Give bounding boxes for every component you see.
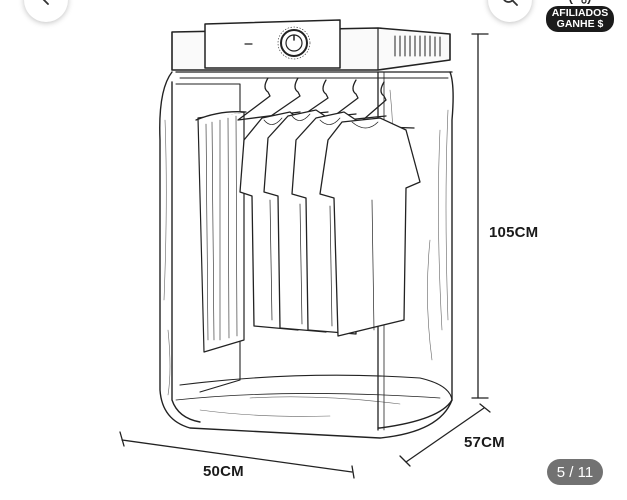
back-button[interactable] — [24, 0, 68, 22]
hanging-shirts — [239, 109, 421, 337]
dimension-depth-label: 57CM — [464, 434, 505, 451]
dimension-height-label: 105CM — [489, 224, 539, 241]
affiliate-badge[interactable]: AFILIADOS GANHE $ — [546, 0, 614, 36]
affiliate-badge-line1: AFILIADOS — [551, 7, 609, 19]
affiliate-badge-pill: AFILIADOS GANHE $ — [546, 6, 614, 32]
hangers — [237, 77, 415, 129]
dimension-lines — [119, 33, 491, 479]
hanging-towel — [195, 111, 247, 353]
dryer-top-unit — [171, 19, 453, 79]
affiliate-badge-line2: GANHE $ — [556, 18, 604, 30]
dryer-cover — [159, 71, 454, 439]
gallery-page-counter: 5 / 11 — [547, 459, 603, 485]
chevron-left-icon — [38, 0, 54, 11]
search-icon — [501, 0, 519, 12]
search-button[interactable] — [488, 0, 532, 22]
dimension-width-label: 50CM — [203, 463, 244, 480]
